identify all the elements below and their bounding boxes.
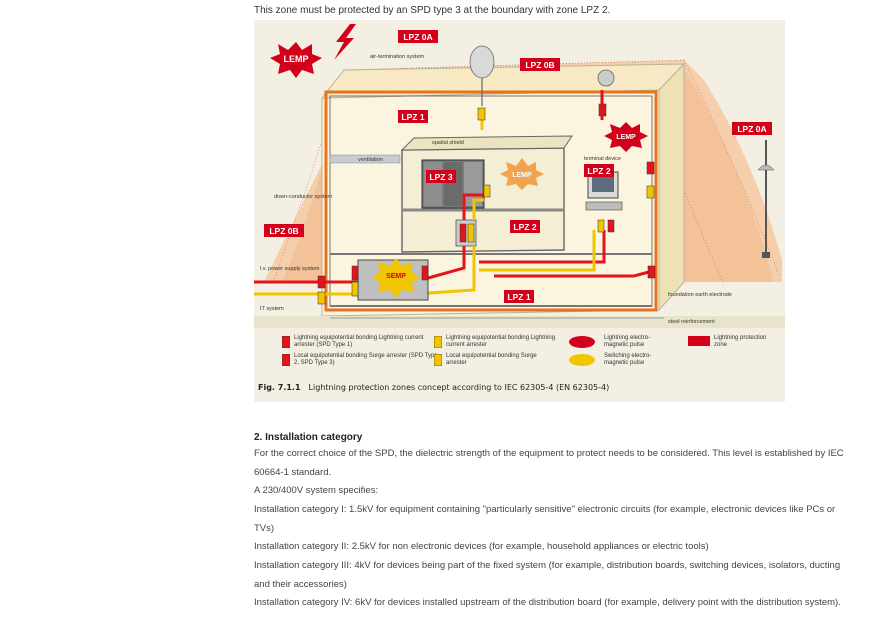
terminal-device-keyboard bbox=[585, 201, 623, 211]
lpz-tag-0b-left: LPZ 0B bbox=[264, 224, 304, 237]
legend-item-4: Local equipotential bonding Surge arrest… bbox=[446, 353, 537, 366]
section-title: 2. Installation category bbox=[254, 432, 363, 443]
lpz0b-label-left: LPZ 0B bbox=[269, 226, 298, 236]
semp-label: SEMP bbox=[386, 273, 406, 280]
lpz1-label-bottom: LPZ 1 bbox=[507, 292, 530, 302]
legend-item-3: Lightning equipotential bonding Lightnin… bbox=[446, 335, 556, 348]
lpz-tag-0a-right: LPZ 0A bbox=[732, 122, 772, 135]
lpz3-label: LPZ 3 bbox=[429, 172, 452, 182]
figure-caption: Fig. 7.1.1 Lightning protection zones con… bbox=[258, 383, 609, 392]
figure-caption-text: Lightning protection zones concept accor… bbox=[308, 383, 610, 392]
terminal-device-screen bbox=[592, 176, 614, 192]
legend-item-5: Lightning electro-magnetic pulse bbox=[604, 335, 651, 348]
legend-item-7: Lightning protection zone bbox=[714, 335, 767, 348]
spatial-shield-top bbox=[400, 135, 573, 151]
cabinet-door-1 bbox=[424, 162, 442, 206]
intro-text: This zone must be protected by an SPD ty… bbox=[254, 5, 611, 16]
lpz2-label-center: LPZ 2 bbox=[513, 222, 536, 232]
lemp-label-1: LEMP bbox=[283, 54, 308, 64]
lemp-star-3: LEMP bbox=[500, 158, 544, 190]
lightning-bolt-icon bbox=[334, 24, 356, 60]
steel-label: steel reinforcement bbox=[668, 319, 715, 325]
foundation-label: foundation earth electrode bbox=[668, 292, 732, 298]
lpz0a-label-top: LPZ 0A bbox=[403, 32, 432, 42]
lpz-tag-3: LPZ 3 bbox=[426, 170, 456, 183]
lpz0a-label-right: LPZ 0A bbox=[737, 124, 766, 134]
figure-legend: Lightning equipotential bonding Lightnin… bbox=[254, 328, 785, 378]
legend-spd2-icon bbox=[282, 354, 290, 366]
semp-star: SEMP bbox=[372, 258, 420, 298]
paragraph-3: Installation category I: 1.5kV for equip… bbox=[254, 504, 836, 534]
cabinet-door-2 bbox=[444, 162, 462, 206]
lpz2-label-right: LPZ 2 bbox=[587, 166, 610, 176]
lpz-tag-1-bottom: LPZ 1 bbox=[504, 290, 534, 303]
lpz1-label-top: LPZ 1 bbox=[401, 112, 424, 122]
lpz-tag-1-top: LPZ 1 bbox=[398, 110, 428, 123]
ground-strip bbox=[254, 316, 785, 328]
lpz-tag-2-center: LPZ 2 bbox=[510, 220, 540, 233]
paragraph-1: For the correct choice of the SPD, the d… bbox=[254, 448, 844, 478]
terminal-device-label: terminal device bbox=[584, 156, 621, 162]
it-system-label: IT system bbox=[260, 306, 284, 312]
legend-item-1: Lightning equipotential bonding Lightnin… bbox=[294, 335, 424, 348]
antenna-dish bbox=[469, 45, 495, 79]
legend-spd1-icon bbox=[282, 336, 290, 348]
paragraph-6: Installation category IV: 6kV for device… bbox=[254, 597, 841, 608]
lpz-figure: LEMP LEMP LEMP SEMP LPZ 0A LPZ 0B LPZ 0A bbox=[254, 20, 785, 402]
lemp-star-1: LEMP bbox=[270, 42, 322, 78]
lemp-label-3: LEMP bbox=[512, 172, 532, 179]
down-conductor-label: down-conductor system bbox=[274, 194, 332, 200]
lpz-tag-0a-top: LPZ 0A bbox=[398, 30, 438, 43]
legend-surge-icon bbox=[434, 354, 442, 366]
lemp-label-2: LEMP bbox=[616, 134, 636, 141]
legend-item-6: Switching electro-magnetic pulse bbox=[604, 353, 652, 366]
lamp-base bbox=[762, 252, 770, 258]
legend-arrester-icon bbox=[434, 336, 442, 348]
lv-power-label: l.v. power supply system bbox=[260, 266, 320, 272]
paragraph-5: Installation category III: 4kV for devic… bbox=[254, 560, 841, 590]
legend-semp-icon bbox=[569, 354, 595, 366]
legend-lemp-icon bbox=[569, 336, 595, 348]
legend-lpz-icon bbox=[688, 336, 710, 346]
spatial-shield-label: spatial shield bbox=[432, 140, 464, 146]
legend-item-2: Local equipotential bonding Surge arrest… bbox=[294, 353, 438, 366]
air-termination-label: air-termination system bbox=[370, 54, 425, 60]
lpz-diagram: LEMP LEMP LEMP SEMP LPZ 0A LPZ 0B LPZ 0A bbox=[254, 20, 785, 328]
lamp-head bbox=[757, 164, 775, 171]
ventilation-label: ventilation bbox=[358, 157, 383, 163]
spd-markers bbox=[317, 103, 656, 305]
paragraph-4: Installation category II: 2.5kV for non … bbox=[254, 541, 709, 552]
lpz0b-label-top: LPZ 0B bbox=[525, 60, 554, 70]
lpz-tag-0b-top: LPZ 0B bbox=[520, 58, 560, 71]
building-side bbox=[658, 62, 685, 312]
lemp-star-2: LEMP bbox=[604, 122, 648, 152]
dish-small bbox=[597, 69, 615, 87]
paragraph-2: A 230/400V system specifies: bbox=[254, 485, 379, 496]
lpz1-boundary bbox=[324, 90, 658, 312]
lpz-tag-2-right: LPZ 2 bbox=[584, 164, 614, 177]
ventilation-duct bbox=[329, 154, 401, 164]
figure-caption-number: Fig. 7.1.1 bbox=[258, 383, 301, 392]
